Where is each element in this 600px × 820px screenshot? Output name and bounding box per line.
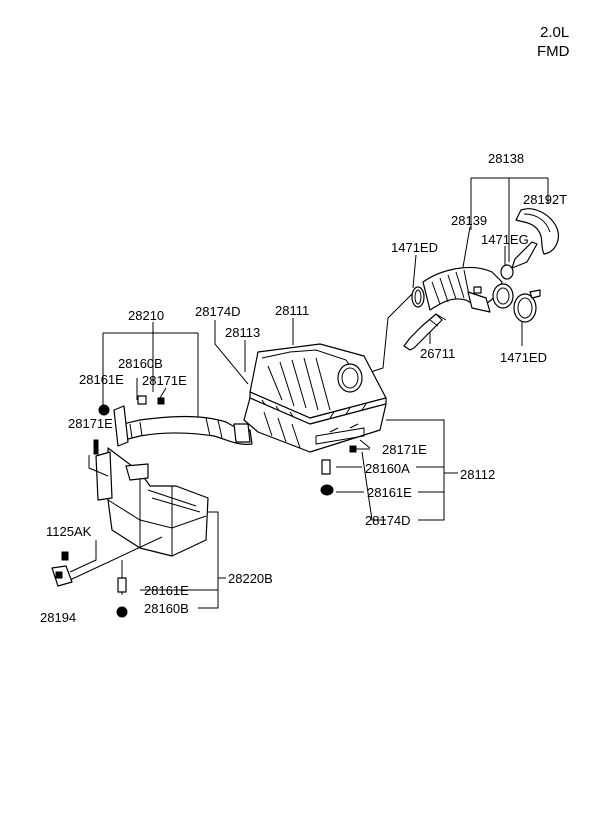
collar-28160A xyxy=(321,459,331,475)
part-label-1471ED-lower: 1471ED xyxy=(500,350,547,365)
intake-pipe-group xyxy=(98,322,253,447)
part-label-28160A: 28160A xyxy=(365,461,410,476)
part-label-28174D-bottom: 28174D xyxy=(365,513,411,528)
part-label-28161E-left: 28161E xyxy=(79,372,124,387)
part-label-28111: 28111 xyxy=(275,303,309,318)
part-label-28174D-top: 28174D xyxy=(195,304,241,319)
collar-28160B-top xyxy=(137,395,147,405)
part-label-28161E-right: 28161E xyxy=(367,485,412,500)
bolt-28171E-top xyxy=(157,397,165,405)
part-label-28194: 28194 xyxy=(40,610,76,625)
grommet-28161E-right xyxy=(320,484,334,496)
part-label-1471ED-upper: 1471ED xyxy=(391,240,438,255)
intake-pipe[interactable] xyxy=(122,415,253,445)
bolt-1125AK xyxy=(61,551,69,561)
engine-label: 2.0L xyxy=(540,24,569,41)
part-label-28171E-left: 28171E xyxy=(68,416,113,431)
part-label-1471EG: 1471EG xyxy=(481,232,529,247)
part-label-1125AK: 1125AK xyxy=(46,524,92,539)
grommet-28160B-bottom xyxy=(116,606,128,618)
part-label-28171E-right: 28171E xyxy=(382,442,427,457)
collar-28161E-bottom xyxy=(117,577,127,593)
bolt-28171E-right xyxy=(349,445,357,453)
part-label-28160B-bottom: 28160B xyxy=(144,601,189,616)
part-label-28192T: 28192T xyxy=(523,192,567,207)
part-label-28210: 28210 xyxy=(128,308,164,323)
part-label-28220B: 28220B xyxy=(228,571,273,586)
hose-ring-small[interactable] xyxy=(500,264,514,280)
part-label-28171E-top: 28171E xyxy=(142,373,187,388)
part-label-28113: 28113 xyxy=(225,325,260,340)
part-label-28112: 28112 xyxy=(460,467,495,482)
part-label-28139: 28139 xyxy=(451,213,487,228)
variant-label: FMD xyxy=(537,43,570,60)
hose-clamp-upper[interactable] xyxy=(411,286,425,308)
intake-hose-group xyxy=(351,177,559,379)
part-label-26711: 26711 xyxy=(420,346,455,361)
part-label-28161E-bottom: 28161E xyxy=(144,583,189,598)
part-label-28160B-top: 28160B xyxy=(118,356,163,371)
resonator-group xyxy=(51,439,226,618)
air-cleaner-assembly xyxy=(214,318,458,521)
grommet-28161E-left xyxy=(98,404,110,416)
resonator-housing[interactable] xyxy=(107,447,209,557)
resonator-hose[interactable] xyxy=(515,208,559,255)
part-label-28138: 28138 xyxy=(488,151,524,166)
breather-hose[interactable] xyxy=(403,313,443,351)
